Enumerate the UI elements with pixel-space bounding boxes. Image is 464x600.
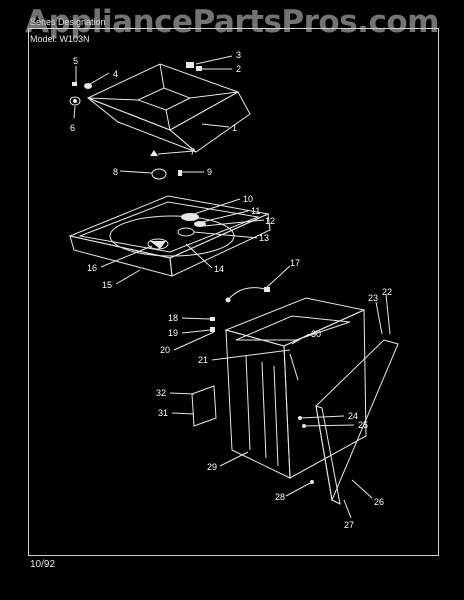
callout-18: 18 bbox=[168, 313, 178, 323]
callout-17: 17 bbox=[290, 258, 300, 268]
callout-29: 29 bbox=[207, 462, 217, 472]
callout-numbers: 3 2 4 5 6 1 7 8 9 10 11 12 13 14 16 15 1… bbox=[70, 50, 392, 530]
callout-27: 27 bbox=[344, 520, 354, 530]
rear-panel-part bbox=[315, 339, 399, 505]
callout-24: 24 bbox=[348, 411, 358, 421]
leader-lines bbox=[73, 55, 391, 519]
callout-19: 19 bbox=[168, 328, 178, 338]
callout-14: 14 bbox=[214, 264, 224, 274]
cabinet-part bbox=[224, 297, 367, 479]
callout-31: 31 bbox=[158, 408, 168, 418]
callout-16: 16 bbox=[87, 263, 97, 273]
lid-hinge-parts bbox=[69, 62, 202, 180]
callout-4: 4 bbox=[113, 69, 118, 79]
model-label: Model: W103N bbox=[30, 34, 90, 44]
callout-7: 7 bbox=[190, 147, 195, 157]
callout-26: 26 bbox=[374, 497, 384, 507]
side-panel-part bbox=[191, 385, 217, 427]
series-designation-label: Series Designation bbox=[30, 17, 106, 27]
callout-3: 3 bbox=[236, 50, 241, 60]
power-cord-part bbox=[225, 287, 270, 303]
callout-15: 15 bbox=[102, 280, 112, 290]
callout-9: 9 bbox=[207, 167, 212, 177]
callout-11: 11 bbox=[251, 206, 260, 216]
callout-25: 25 bbox=[358, 420, 368, 430]
callout-30: 30 bbox=[311, 329, 321, 339]
revision-date: 10/92 bbox=[30, 559, 56, 570]
callout-32: 32 bbox=[156, 388, 166, 398]
diagram-frame bbox=[28, 28, 439, 556]
callout-13: 13 bbox=[259, 233, 269, 243]
callout-22: 22 bbox=[382, 287, 392, 297]
callout-20: 20 bbox=[160, 345, 170, 355]
callout-10: 10 bbox=[243, 194, 253, 204]
callout-2: 2 bbox=[236, 64, 241, 74]
callout-8: 8 bbox=[113, 167, 118, 177]
callout-5: 5 bbox=[73, 56, 78, 66]
callout-21: 21 bbox=[198, 355, 208, 365]
callout-28: 28 bbox=[275, 492, 285, 502]
callout-23: 23 bbox=[368, 293, 378, 303]
callout-6: 6 bbox=[70, 123, 75, 133]
callout-12: 12 bbox=[265, 216, 275, 226]
small-clips-parts bbox=[210, 317, 215, 332]
top-lid-part bbox=[86, 63, 251, 153]
callout-1: 1 bbox=[232, 123, 237, 133]
